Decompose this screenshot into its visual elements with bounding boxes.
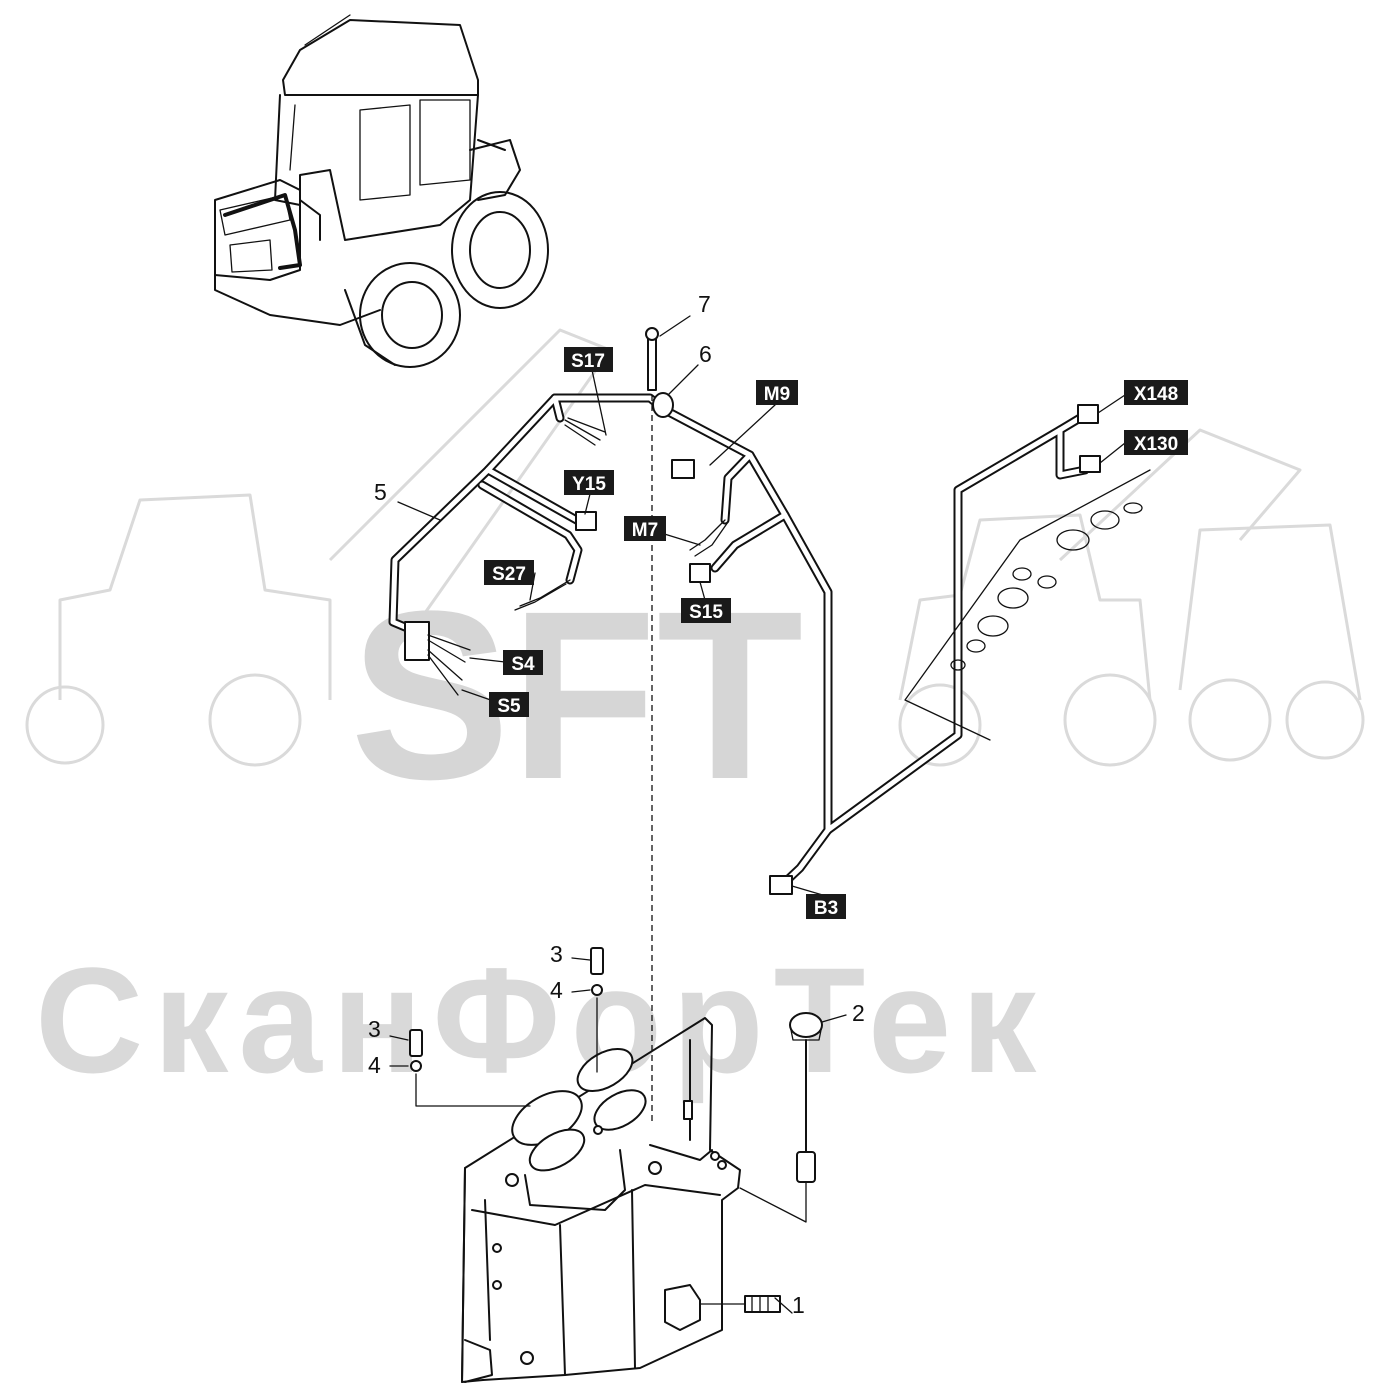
pressure-switch-lower: [409, 1029, 531, 1107]
callout-1: 1: [792, 1292, 805, 1318]
callouts: 7 6 5 3 4 3 4 2 1: [368, 291, 865, 1318]
hydraulic-tank: [461, 1017, 741, 1383]
watermark: SFT СканФорТек: [25, 328, 1365, 1104]
svg-text:X148: X148: [1134, 384, 1178, 405]
callout-4-lower: 4: [368, 1052, 381, 1078]
dipstick-cap: [739, 1012, 823, 1223]
watermark-logo: SFT: [350, 561, 803, 829]
pressure-switch-upper: [590, 947, 604, 1073]
tag-s15: S15: [681, 598, 731, 623]
callout-3-upper: 3: [550, 941, 563, 967]
tag-m9: M9: [756, 380, 798, 405]
watermark-company: СканФорТек: [35, 936, 1046, 1104]
svg-text:S15: S15: [689, 602, 723, 623]
connector-m9: [671, 459, 695, 479]
tag-s4: S4: [503, 650, 543, 675]
callout-5: 5: [374, 479, 387, 505]
connector-y15: [575, 511, 597, 531]
tag-b3: B3: [806, 894, 846, 919]
tag-y15: Y15: [564, 470, 614, 495]
connector-x130: [1079, 455, 1101, 473]
svg-text:B3: B3: [814, 898, 838, 919]
tag-m7: M7: [624, 516, 666, 541]
tag-s17: S17: [564, 347, 613, 372]
svg-text:M7: M7: [632, 520, 658, 541]
tag-s5: S5: [489, 692, 529, 717]
callout-7: 7: [698, 291, 711, 317]
harness-assembly: [388, 327, 1101, 895]
callout-2: 2: [852, 1000, 865, 1026]
svg-text:M9: M9: [764, 384, 790, 405]
harness-clamp: [652, 392, 674, 418]
svg-text:S4: S4: [511, 654, 535, 675]
callout-4-upper: 4: [550, 977, 563, 1003]
connector-x148: [1077, 404, 1099, 424]
connector-tags: S17 M9 X148 X130 Y15 M7 S27 S15: [484, 347, 1188, 919]
wire-leads: [427, 417, 729, 696]
callout-3-lower: 3: [368, 1016, 381, 1042]
svg-text:X130: X130: [1134, 434, 1178, 455]
tag-x130: X130: [1124, 430, 1188, 455]
connector-b3: [769, 875, 793, 895]
svg-text:S17: S17: [571, 351, 605, 372]
tag-s27: S27: [484, 560, 534, 585]
machine-overview: [214, 14, 549, 368]
connector-s4-s5: [404, 621, 430, 661]
svg-text:S27: S27: [492, 564, 526, 585]
svg-text:Y15: Y15: [572, 474, 606, 495]
cab-floor-outline: [904, 469, 1151, 741]
drain-plug: [699, 1295, 781, 1313]
callout-6: 6: [699, 341, 712, 367]
svg-text:S5: S5: [497, 696, 521, 717]
tag-x148: X148: [1124, 380, 1188, 405]
connector-s15: [689, 563, 711, 583]
